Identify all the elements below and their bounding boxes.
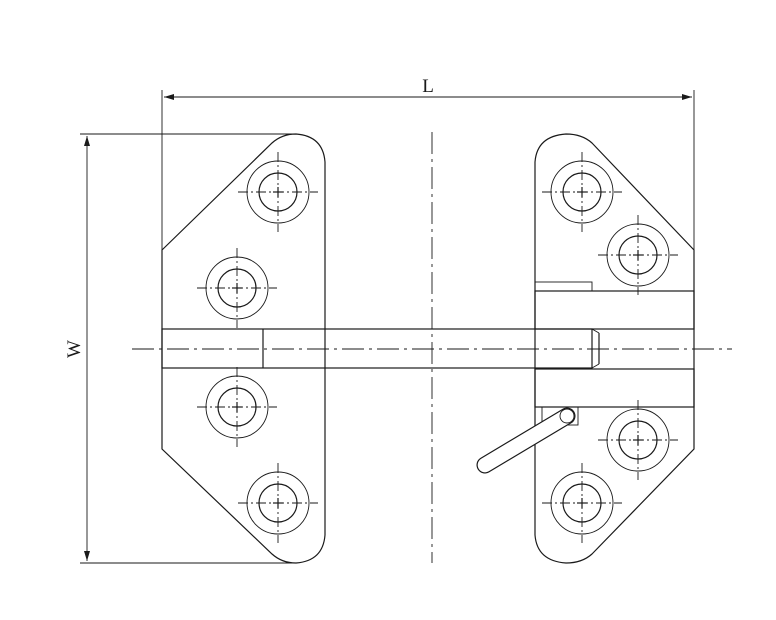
locking-lever xyxy=(476,407,576,474)
left-bolt-hole-2 xyxy=(196,247,278,329)
right-bolt-hole-1 xyxy=(541,151,623,233)
left-bolt-hole-4 xyxy=(237,462,319,544)
length-label: L xyxy=(422,76,434,97)
length-dimension: L xyxy=(161,76,695,250)
left-hinge-leaf xyxy=(161,133,326,564)
width-dimension: W xyxy=(64,133,295,564)
right-knuckle-lower xyxy=(534,368,695,408)
left-bolt-hole-3 xyxy=(196,366,278,448)
hinge-pin xyxy=(132,328,732,369)
right-hinge-leaf xyxy=(534,133,695,564)
right-bolt-hole-3 xyxy=(597,399,679,481)
right-bolt-hole-2 xyxy=(597,214,679,296)
right-knuckle-cap-top xyxy=(534,281,593,292)
right-bolt-hole-4 xyxy=(541,462,623,544)
width-label: W xyxy=(64,340,85,358)
right-knuckle-upper xyxy=(534,290,695,330)
